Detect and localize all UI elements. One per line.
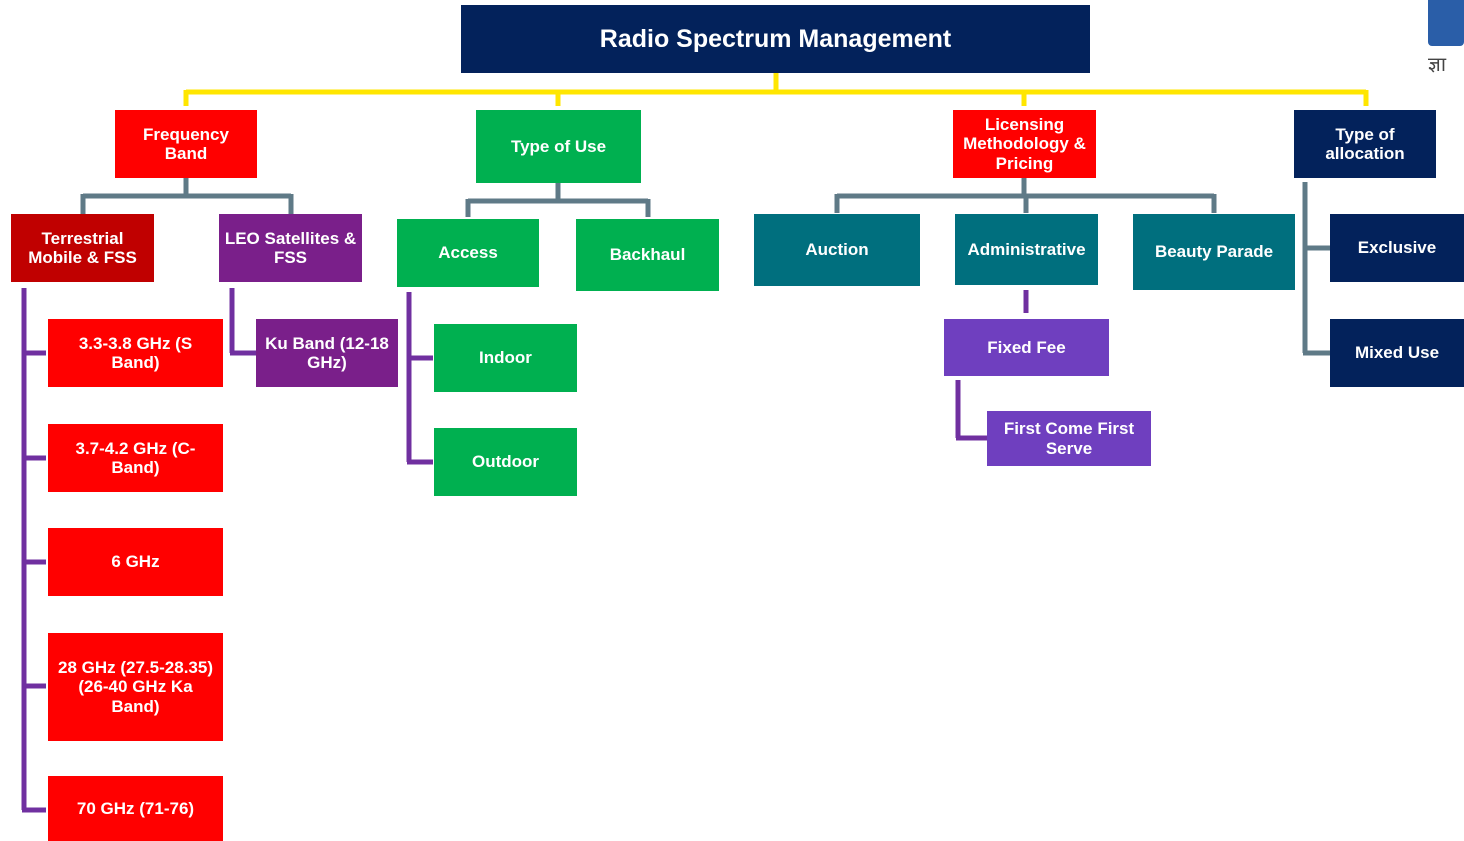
leo-satellites-node: LEO Satellites & FSS bbox=[219, 214, 362, 282]
logo: ज्ञा bbox=[1428, 0, 1464, 80]
root-node: Radio Spectrum Management bbox=[461, 5, 1090, 73]
logo-mark bbox=[1428, 0, 1464, 46]
fixed-fee-node: Fixed Fee bbox=[944, 319, 1109, 376]
licensing-node: Licensing Methodology & Pricing bbox=[953, 110, 1096, 178]
band-node-70ghz: 70 GHz (71-76) bbox=[48, 776, 223, 841]
backhaul-node: Backhaul bbox=[576, 219, 719, 291]
first-come-first-serve-node: First Come First Serve bbox=[987, 411, 1151, 466]
beauty-parade-node: Beauty Parade bbox=[1133, 214, 1295, 290]
band-node-6ghz: 6 GHz bbox=[48, 528, 223, 596]
ku-band-node: Ku Band (12-18 GHz) bbox=[256, 319, 398, 387]
outdoor-node: Outdoor bbox=[434, 428, 577, 496]
band-node-s-band: 3.3-3.8 GHz (S Band) bbox=[48, 319, 223, 387]
mixed-use-node: Mixed Use bbox=[1330, 319, 1464, 387]
terrestrial-node: Terrestrial Mobile & FSS bbox=[11, 214, 154, 282]
auction-node: Auction bbox=[754, 214, 920, 286]
type-of-use-node: Type of Use bbox=[476, 110, 641, 183]
administrative-node: Administrative bbox=[955, 214, 1098, 285]
band-node-28ghz: 28 GHz (27.5-28.35) (26-40 GHz Ka Band) bbox=[48, 633, 223, 741]
access-node: Access bbox=[397, 219, 539, 287]
logo-text: ज्ञा bbox=[1428, 52, 1446, 76]
gray-connectors bbox=[80, 178, 1330, 356]
type-of-allocation-node: Type of allocation bbox=[1294, 110, 1436, 178]
purple-connectors bbox=[21, 288, 1029, 813]
band-node-c-band: 3.7-4.2 GHz (C- Band) bbox=[48, 424, 223, 492]
frequency-band-node: Frequency Band bbox=[115, 110, 257, 178]
root-connectors bbox=[183, 72, 1369, 106]
indoor-node: Indoor bbox=[434, 324, 577, 392]
exclusive-node: Exclusive bbox=[1330, 214, 1464, 282]
